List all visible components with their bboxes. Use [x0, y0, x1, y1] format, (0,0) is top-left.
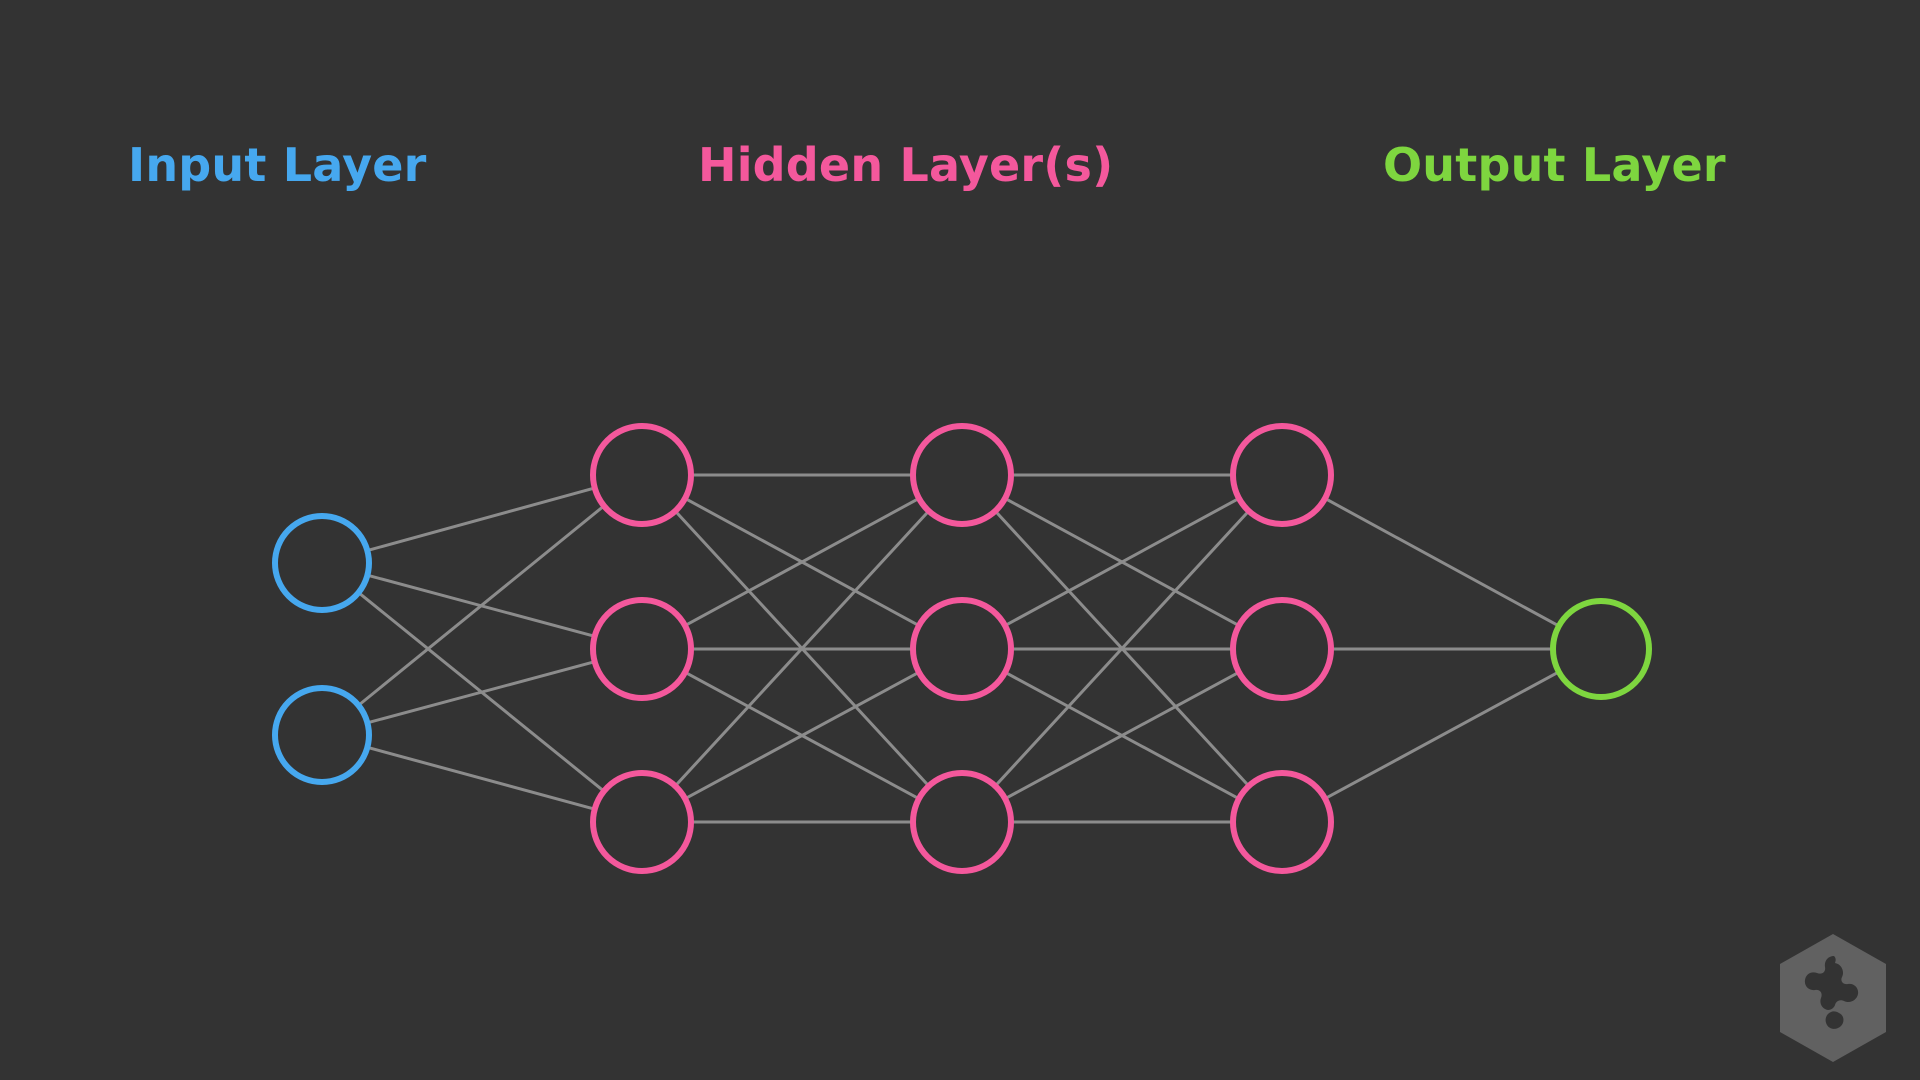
- hexagon-logo-icon: [1780, 934, 1886, 1062]
- neuron-node-hidden[interactable]: [910, 597, 1014, 701]
- neuron-node-hidden[interactable]: [590, 423, 694, 527]
- connection-edge: [356, 503, 607, 708]
- neuron-node-hidden[interactable]: [1230, 597, 1334, 701]
- neuron-node-hidden[interactable]: [910, 423, 1014, 527]
- neuron-node-hidden[interactable]: [590, 770, 694, 874]
- connection-edge: [1322, 496, 1562, 628]
- connection-edge: [364, 745, 598, 811]
- connection-edge: [673, 508, 931, 789]
- connection-edge: [1002, 670, 1242, 801]
- layer-label-output: Output Layer: [1383, 138, 1726, 192]
- layer-label-hidden: Hidden Layer(s): [698, 138, 1114, 192]
- connection-edge: [1322, 669, 1562, 801]
- connection-edge: [1002, 496, 1242, 628]
- neuron-node-input[interactable]: [272, 685, 372, 785]
- neuron-node-hidden[interactable]: [1230, 770, 1334, 874]
- nodes-group: [272, 423, 1652, 874]
- connection-edge: [682, 496, 922, 628]
- connection-edge: [682, 670, 922, 801]
- neuron-node-hidden[interactable]: [910, 770, 1014, 874]
- neuron-node-hidden[interactable]: [590, 597, 694, 701]
- neuron-node-output[interactable]: [1550, 598, 1652, 700]
- connection-edge: [993, 508, 1251, 789]
- layer-label-input: Input Layer: [128, 138, 427, 192]
- connection-edge: [364, 659, 598, 725]
- neuron-node-hidden[interactable]: [1230, 423, 1334, 527]
- edges-group: [356, 473, 1562, 824]
- watermark-glyph-shape: [1804, 956, 1859, 1029]
- neuron-node-input[interactable]: [272, 513, 372, 613]
- connection-edge: [364, 486, 598, 553]
